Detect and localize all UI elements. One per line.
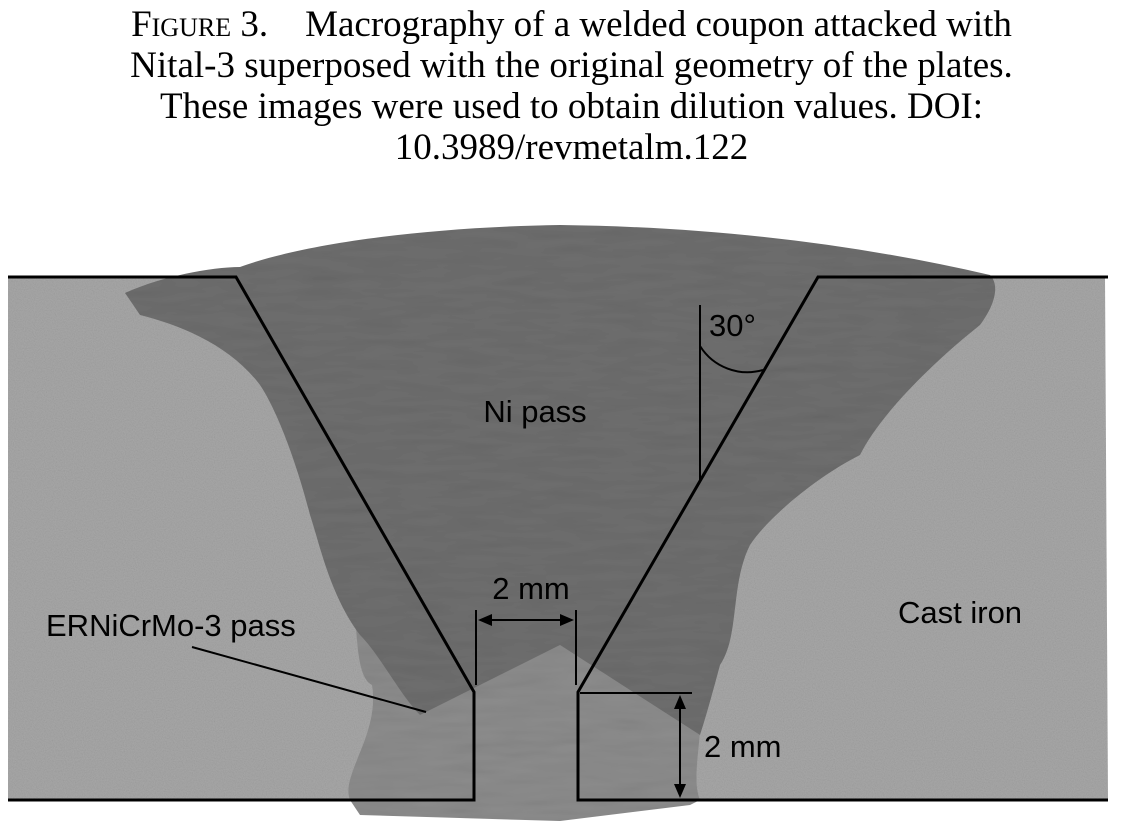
ni-pass-region	[125, 225, 996, 735]
weld-macrograph-figure: Ni pass 30° 2 mm 2 mm ERNiCrMo-3 pass Ca…	[0, 215, 1143, 826]
gap-dimension-marker	[475, 610, 577, 685]
base-metal-label: Cast iron	[898, 595, 1022, 630]
figure-label: Figure 3.	[131, 4, 269, 45]
figure-caption: Figure 3. Macrography of a welded coupon…	[0, 4, 1143, 168]
caption-line-4: 10.3989/revmetalm.122	[394, 127, 749, 168]
caption-line-2: Nital-3 superposed with the original geo…	[130, 45, 1013, 86]
filler-pass-leader-line	[191, 646, 427, 713]
right-plate-outline	[576, 275, 1108, 802]
left-plate-outline	[8, 275, 476, 802]
gap-dimension-label: 2 mm	[492, 571, 570, 606]
angle-indicator	[699, 305, 764, 480]
angle-label: 30°	[709, 308, 756, 343]
caption-line-1: Figure 3. Macrography of a welded coupon…	[0, 4, 1143, 45]
weld-macrograph: Ni pass 30° 2 mm 2 mm ERNiCrMo-3 pass Ca…	[8, 225, 1108, 821]
caption-line-3: These images were used to obtain dilutio…	[159, 86, 984, 127]
original-plate-geometry	[8, 275, 1108, 802]
ni-pass-label: Ni pass	[483, 394, 586, 429]
filler-pass-label: ERNiCrMo-3 pass	[46, 608, 296, 643]
caption-text-1: Macrography of a welded coupon attacked …	[305, 4, 1012, 45]
root-face-dimension-marker	[580, 692, 692, 798]
root-face-dimension-label: 2 mm	[704, 729, 782, 764]
